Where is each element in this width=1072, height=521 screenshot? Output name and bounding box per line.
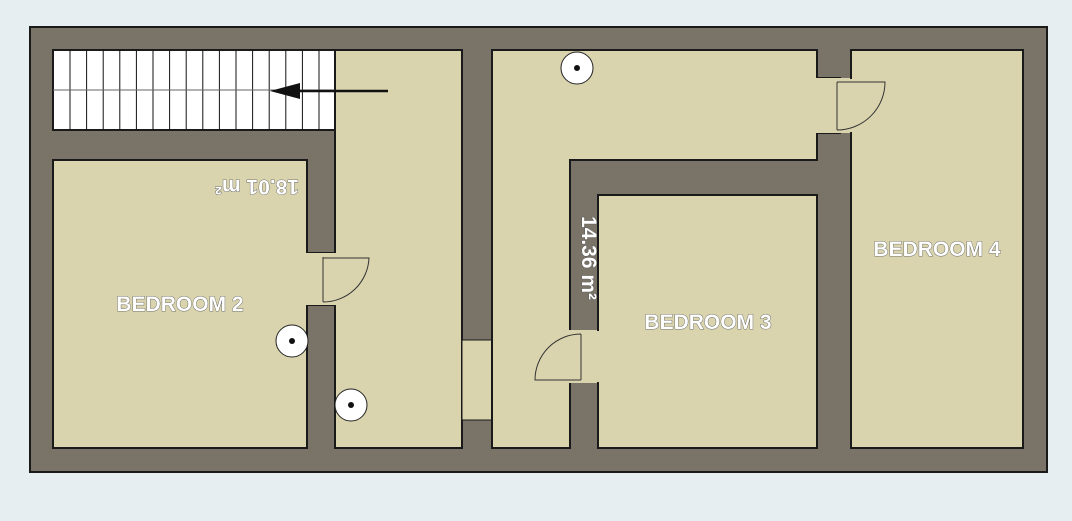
room-label-bedroom-3: BEDROOM 3 [644,311,771,334]
room-label-bedroom-4: BEDROOM 4 [873,238,1001,261]
door-bedroom-3[interactable] [534,333,582,381]
ceiling-light-icon [334,388,368,422]
area-label-right-hall: 14.36 m² [577,216,600,300]
stairs-direction-arrow-icon [270,83,388,99]
room-label-bedroom-2: BEDROOM 2 [116,293,243,316]
door-bedroom-2[interactable] [322,257,370,303]
door-opening [568,331,599,382]
passage-floor [461,339,493,421]
bedroom-2-floor [52,159,308,449]
door-bedroom-4[interactable] [836,81,886,131]
area-label-left-hall: 18.01 m² [215,175,299,198]
bedroom-4-floor [850,49,1024,449]
ceiling-light-icon [560,51,594,85]
bedroom-3-floor [597,194,818,449]
ceiling-light-icon [275,324,309,358]
door-opening [305,253,337,305]
door-opening [816,79,853,132]
